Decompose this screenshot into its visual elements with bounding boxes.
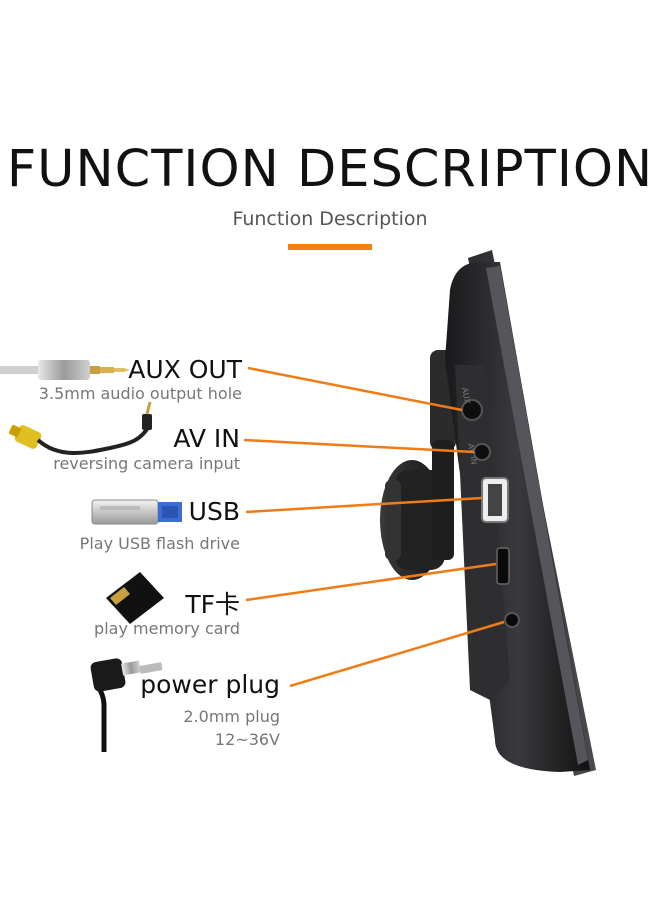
rca-cable-icon <box>9 401 152 455</box>
aux-leader-line <box>247 366 463 412</box>
power-leader-line <box>289 620 505 688</box>
power-port-icon <box>504 612 520 628</box>
usb-leader-line <box>245 496 483 514</box>
tf-slot-icon <box>496 547 510 585</box>
device-body-icon <box>445 250 596 776</box>
usb-flash-drive-icon <box>91 499 182 525</box>
mount-bracket-icon <box>380 350 456 580</box>
aux-out-description: 3.5mm audio output hole <box>38 384 242 403</box>
tf-label: TF卡 <box>185 590 240 619</box>
av-port-icon: AV IN <box>466 443 491 466</box>
svg-text:AV IN: AV IN <box>466 443 479 466</box>
aux-out-label: AUX OUT <box>128 355 242 384</box>
leader-lines <box>243 366 505 688</box>
tf-description: play memory card <box>94 619 240 638</box>
power-plug-voltage: 12~36V <box>214 730 280 749</box>
power-plug-description: 2.0mm plug <box>183 707 280 726</box>
usb-port-icon <box>481 477 509 523</box>
tf-leader-line <box>245 562 497 602</box>
power-plug-icon <box>90 658 163 752</box>
sd-card-icon <box>106 572 164 624</box>
accent-divider <box>288 244 372 250</box>
page-title: FUNCTION DESCRIPTION <box>6 140 654 199</box>
av-in-description: reversing camera input <box>53 454 240 473</box>
svg-text:AUX: AUX <box>460 387 472 406</box>
power-plug-label: power plug <box>140 670 280 699</box>
av-leader-line <box>243 438 475 454</box>
usb-description: Play USB flash drive <box>79 534 240 553</box>
usb-label: USB <box>188 497 240 526</box>
av-in-label: AV IN <box>173 424 240 453</box>
page-subtitle: Function Description <box>232 208 428 230</box>
audio-jack-cable-icon <box>0 360 130 380</box>
